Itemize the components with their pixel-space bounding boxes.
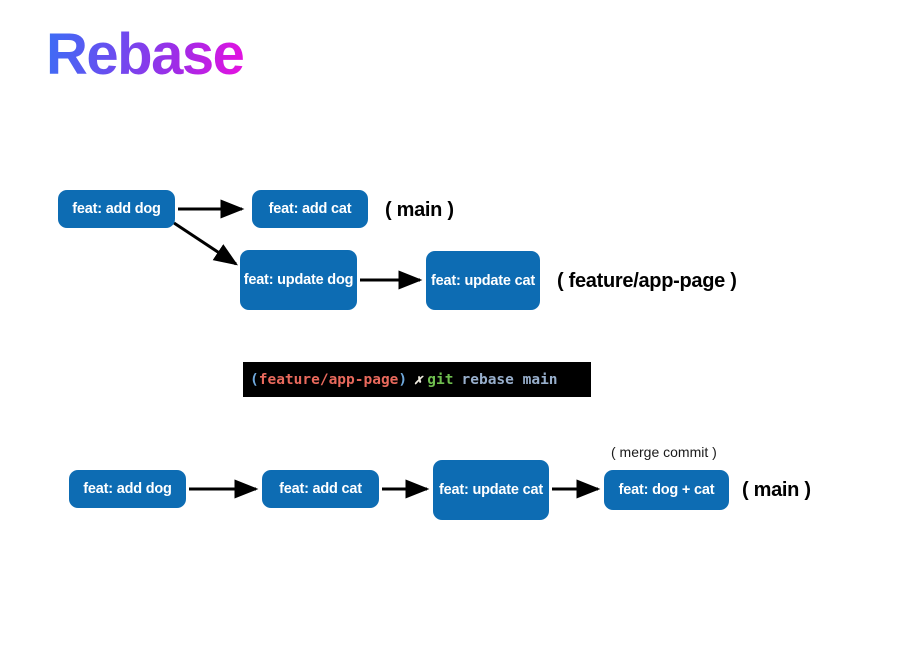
commit-node-update-cat[interactable]: feat: update cat bbox=[426, 251, 540, 310]
terminal-paren-open: ( bbox=[250, 371, 259, 388]
branch-label-main-before: ( main ) bbox=[385, 199, 454, 221]
commit-node-update-dog[interactable]: feat: update dog bbox=[240, 250, 357, 310]
terminal-command-bar[interactable]: ( feature/app-page ) ✗ git rebase main bbox=[243, 362, 591, 397]
commit-node-after-dog-plus-cat[interactable]: feat: dog + cat bbox=[604, 470, 729, 510]
page-title: Rebase bbox=[46, 22, 245, 87]
branch-label-main-after: ( main ) bbox=[742, 479, 811, 501]
commit-node-after-update-cat[interactable]: feat: update cat bbox=[433, 460, 549, 520]
terminal-program-git: git bbox=[427, 371, 454, 388]
terminal-branch-name: feature/app-page bbox=[258, 371, 399, 388]
terminal-paren-close: ) bbox=[398, 371, 408, 388]
terminal-status-cross-icon: ✗ bbox=[414, 371, 423, 388]
commit-node-after-add-dog[interactable]: feat: add dog bbox=[69, 470, 186, 508]
commit-node-add-dog[interactable]: feat: add dog bbox=[58, 190, 175, 228]
arrow-add-dog-to-update-dog bbox=[173, 221, 239, 266]
commit-node-add-cat[interactable]: feat: add cat bbox=[252, 190, 368, 228]
branch-label-feature-app-page: ( feature/app-page ) bbox=[557, 270, 737, 292]
note-merge-commit: ( merge commit ) bbox=[611, 444, 717, 460]
terminal-command-args: rebase main bbox=[461, 371, 558, 388]
commit-node-after-add-cat[interactable]: feat: add cat bbox=[262, 470, 379, 508]
